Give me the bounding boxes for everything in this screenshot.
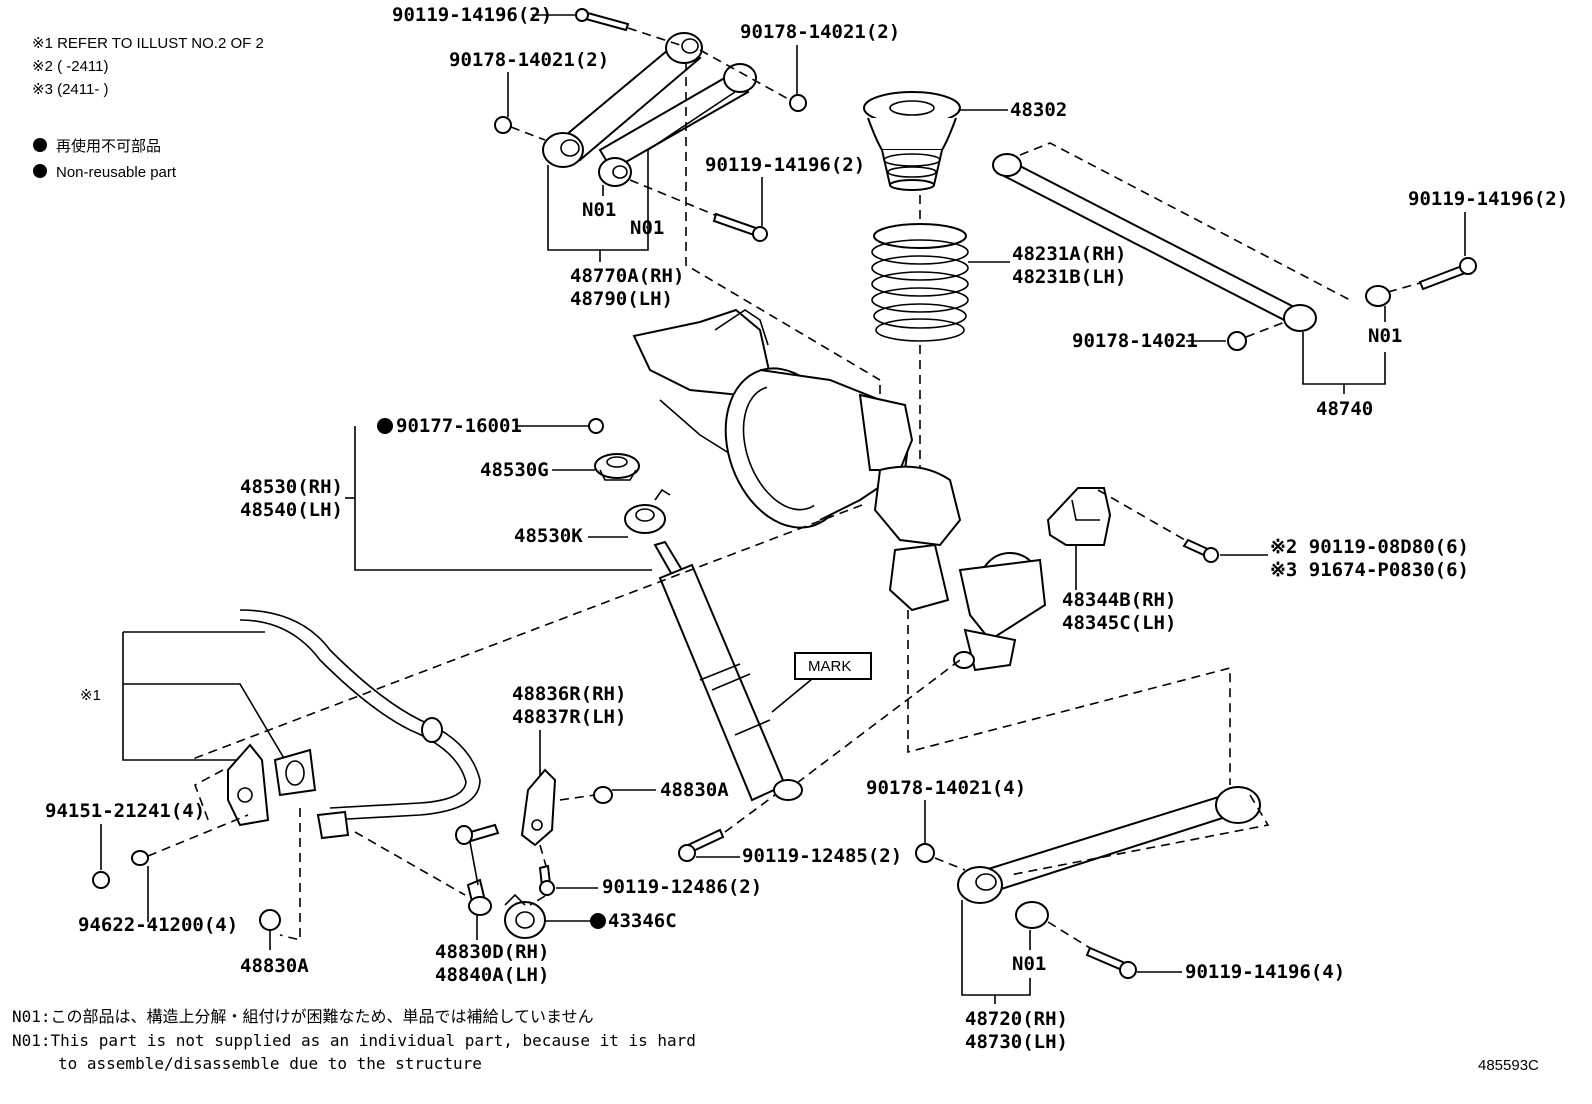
footnote-ja: N01:この部品は、構造上分解・組付けが困難なため、単品では補給していません	[12, 1007, 594, 1026]
label-90178-14021-lower: 90178-14021(4)	[866, 777, 1026, 799]
mark-box	[794, 652, 872, 680]
label-48730: 48730(LH)	[965, 1031, 1068, 1053]
non-reusable-legend-dot-ja	[33, 138, 47, 152]
label-48302: 48302	[1010, 99, 1067, 121]
nut-90178-14021-left	[494, 116, 512, 134]
nut-90178-14021-right	[789, 94, 807, 112]
washer-94622-41200	[131, 850, 149, 866]
label-48530K: 48530K	[514, 525, 583, 547]
shock-lower-bushing-48530K	[624, 488, 671, 534]
diagram-id: 485593C	[1478, 1057, 1539, 1074]
non-reusable-dot-90177	[377, 418, 393, 434]
note-ref1: ※1 REFER TO ILLUST NO.2 OF 2	[32, 35, 264, 52]
bracket-48344B	[1046, 487, 1112, 546]
label-90119-12486: 90119-12486(2)	[602, 876, 762, 898]
label-90178-14021-lateral: 90178-14021	[1072, 330, 1198, 352]
n01-label-c: N01	[1368, 325, 1402, 347]
bolt-90119-12485	[678, 828, 725, 862]
nut-90178-14021-lower	[915, 843, 935, 863]
label-48530G: 48530G	[480, 459, 549, 481]
label-90119-14196-top: 90119-14196(2)	[392, 4, 552, 26]
shock-absorber-48530	[653, 540, 803, 802]
non-reusable-dot-43346C	[590, 913, 606, 929]
coil-spring-48231	[871, 223, 969, 342]
label-48770A: 48770A(RH)	[570, 265, 684, 287]
n01-label-a: N01	[582, 199, 616, 221]
bolt-90119-14196-top	[575, 8, 630, 32]
n01-label-b: N01	[630, 217, 664, 239]
label-90119-14196-mid: 90119-14196(2)	[705, 154, 865, 176]
label-90177-16001: 90177-16001	[396, 415, 522, 437]
label-48540: 48540(LH)	[240, 499, 343, 521]
stabilizer-bracket	[227, 743, 270, 827]
label-48830A-right: 48830A	[660, 779, 729, 801]
label-48837R: 48837R(LH)	[512, 706, 626, 728]
n01-label-d: N01	[1012, 953, 1046, 975]
label-48344B: 48344B(RH)	[1062, 589, 1176, 611]
label-90119-12485: 90119-12485(2)	[742, 845, 902, 867]
non-reusable-legend-dot-en	[33, 164, 47, 178]
label-48790: 48790(LH)	[570, 288, 673, 310]
note-ref2: ※2 ( -2411)	[32, 58, 109, 75]
legend-en: Non-reusable part	[56, 164, 177, 181]
label-48836R: 48836R(RH)	[512, 683, 626, 705]
label-48830A-left: 48830A	[240, 955, 309, 977]
lower-control-arm	[957, 786, 1261, 929]
label-90178-14021-right: 90178-14021(2)	[740, 21, 900, 43]
stabilizer-bar	[239, 609, 481, 840]
label-90119-14196-lower: 90119-14196(4)	[1185, 961, 1345, 983]
legend-ja: 再使用不可部品	[56, 138, 161, 155]
footnote-en2: to assemble/disassemble due to the struc…	[58, 1054, 482, 1073]
label-91674-P0830: ※3 91674-P0830(6)	[1270, 559, 1469, 581]
label-48530: 48530(RH)	[240, 476, 343, 498]
label-94151-21241: 94151-21241(4)	[45, 800, 205, 822]
nut-48830A-right	[593, 786, 613, 804]
bolt-90119-08D80	[1182, 538, 1219, 563]
nut-90177-16001	[588, 418, 604, 434]
label-90119-08D80: ※2 90119-08D80(6)	[1270, 536, 1469, 558]
bolt-90119-14196-mid	[712, 212, 768, 242]
bracket-48836R	[520, 768, 557, 847]
label-48345C: 48345C(LH)	[1062, 612, 1176, 634]
bolt-90119-14196-lower	[1085, 946, 1137, 979]
nut-48830A-left	[259, 909, 281, 931]
label-94622-41200: 94622-41200(4)	[78, 914, 238, 936]
bracket-43346C	[504, 893, 546, 939]
label-48720: 48720(RH)	[965, 1008, 1068, 1030]
label-43346C: 43346C	[608, 910, 677, 932]
label-48830D: 48830D(RH)	[435, 941, 549, 963]
label-48840A: 48840A(LH)	[435, 964, 549, 986]
axle-housing	[632, 308, 1047, 672]
stabilizer-link-48830D	[455, 823, 500, 916]
note-ref3: ※3 (2411- )	[32, 81, 109, 98]
mark-label: MARK	[808, 658, 851, 675]
label-48231B: 48231B(LH)	[1012, 266, 1126, 288]
label-48231A: 48231A(RH)	[1012, 243, 1126, 265]
note-star1: ※1	[80, 687, 101, 704]
lateral-rod-48740	[992, 153, 1391, 332]
footnote-en1: N01:This part is not supplied as an indi…	[12, 1031, 696, 1050]
stabilizer-bushing	[273, 748, 317, 797]
nut-94151-21241	[92, 871, 110, 889]
bump-stop-48302	[863, 91, 961, 191]
label-90178-14021-left: 90178-14021(2)	[449, 49, 609, 71]
shock-upper-bushing-48530G	[594, 453, 640, 481]
label-48740: 48740	[1316, 398, 1373, 420]
nut-90178-14021-lateral	[1227, 331, 1247, 351]
upper-control-arm	[542, 32, 757, 187]
label-90119-14196-right: 90119-14196(2)	[1408, 188, 1568, 210]
bolt-90119-14196-right	[1418, 257, 1477, 291]
bolt-90119-12486	[538, 864, 555, 896]
